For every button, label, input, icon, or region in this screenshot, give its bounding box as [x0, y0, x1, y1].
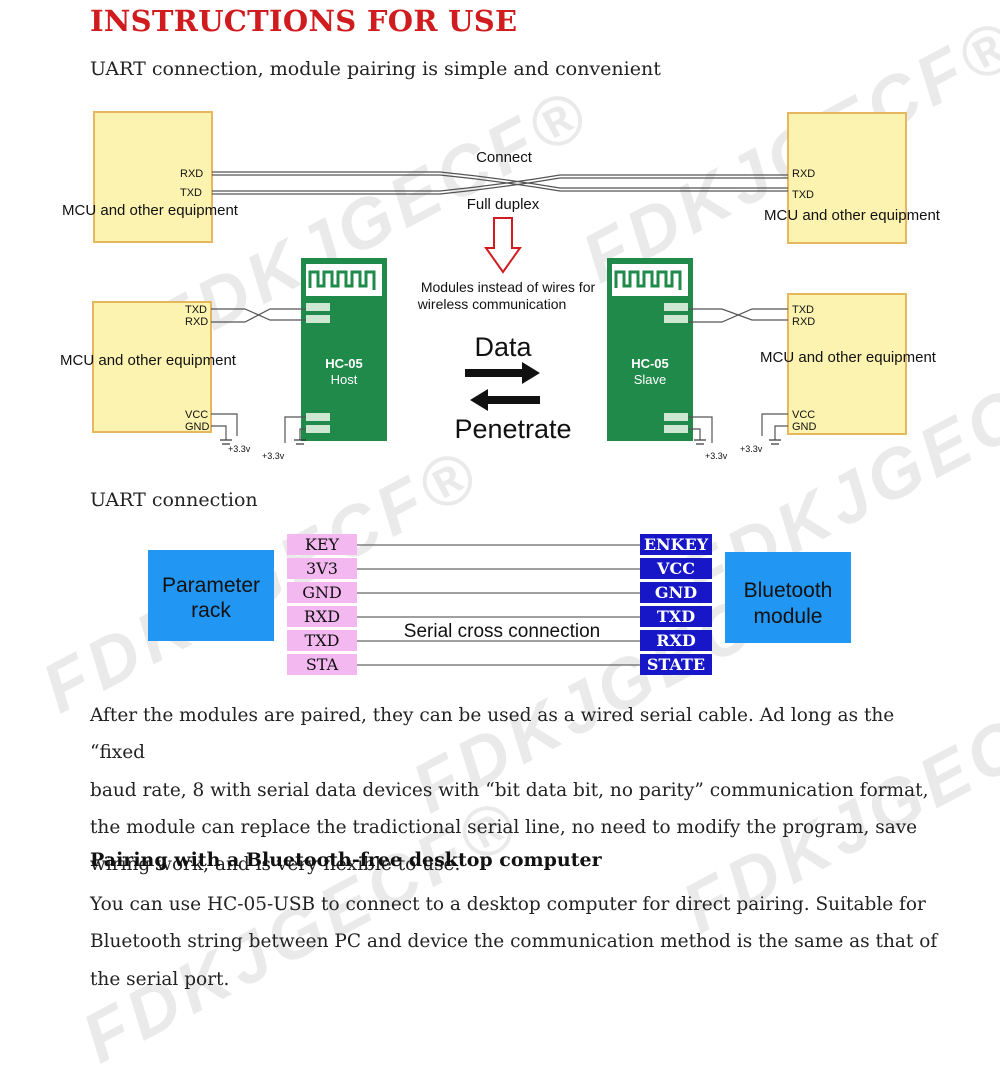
right-pin-cell: [640, 582, 712, 603]
left-pin-label: TXD: [305, 631, 340, 650]
data-label: Data: [474, 332, 532, 362]
right-pin-label: GND: [655, 583, 697, 602]
right-pin-cell: [640, 630, 712, 651]
section-label: UART connection: [90, 489, 258, 511]
right-pin-cell: [640, 534, 712, 555]
left-pin-label: STA: [306, 655, 339, 674]
left-pin-cell: [287, 558, 357, 579]
pin-label: TXD: [792, 189, 814, 201]
mcu-box-bottom-left: MCU and other equipment: [60, 301, 237, 433]
pin-label: VCC: [792, 409, 815, 421]
pin-label: RXD: [792, 316, 815, 328]
mcu-box-top-right: MCU and other equipment: [764, 112, 941, 244]
slave-role: Slave: [634, 372, 667, 387]
left-arrow-icon: [470, 389, 540, 411]
hc05-host-board: HC-05 Host: [301, 258, 387, 441]
full-duplex-label: Full duplex: [467, 196, 540, 213]
parameter-rack-box: Parameter rack: [148, 550, 274, 641]
host-role: Host: [331, 372, 358, 387]
down-arrow-icon: [484, 217, 522, 274]
supply-label: +3.3v: [740, 444, 763, 454]
cross-wires-top: [212, 171, 788, 195]
pin-label: RXD: [185, 316, 208, 328]
left-pin-cell: [287, 654, 357, 675]
right-pin-cell: [640, 606, 712, 627]
bluetooth-module-box: Bluetooth module: [725, 552, 851, 643]
right-pin-label: VCC: [656, 559, 695, 578]
box-label: MCU and other equipment: [760, 349, 937, 366]
right-pin-label: RXD: [656, 631, 696, 650]
left-pin-cell: [287, 606, 357, 627]
left-pin-cell: [287, 582, 357, 603]
pin-label: TXD: [185, 304, 207, 316]
wireless-diagram: MCU and other equipment MCU and other eq…: [60, 111, 941, 461]
left-pin-label: 3V3: [306, 559, 338, 578]
box-label: Parameter: [162, 574, 260, 597]
text-line: the module can replace the tradictional …: [90, 816, 918, 838]
penetrate-label: Penetrate: [454, 414, 571, 444]
right-arrow-icon: [465, 362, 540, 384]
text-line: wiring work, and is very flexible to use…: [90, 854, 461, 876]
mcu-box-bottom-right: MCU and other equipment: [760, 293, 937, 435]
cross-wires-bottom: [211, 308, 788, 443]
box-label: Bluetooth: [744, 579, 833, 602]
pin-label: RXD: [792, 168, 815, 180]
right-pin-cell: [640, 654, 712, 675]
host-name: HC-05: [325, 356, 363, 371]
ground-icon: [220, 439, 781, 445]
uart-pin-diagram: Parameter rack Bluetooth module KEY ENKEY…: [148, 534, 851, 675]
right-pin-cell: [640, 558, 712, 579]
text-line: Bluetooth string between PC and device t…: [90, 931, 938, 953]
left-pin-label: KEY: [305, 535, 340, 554]
connect-label: Connect: [476, 149, 533, 166]
text-line: baud rate, 8 with serial data devices wi…: [90, 779, 929, 801]
pin-label: GND: [185, 421, 210, 433]
paragraph-2: You can use HC-05-USB to connect to a de…: [90, 886, 950, 998]
text-line: After the modules are paired, they can b…: [90, 705, 895, 764]
left-pin-label: GND: [302, 583, 342, 602]
box-label: MCU and other equipment: [62, 202, 239, 219]
supply-label: +3.3v: [228, 444, 251, 454]
left-pin-label: RXD: [304, 607, 340, 626]
text-line: the serial port.: [90, 968, 230, 990]
subtitle: UART connection, module pairing is simpl…: [90, 58, 661, 80]
right-pin-label: TXD: [657, 607, 695, 626]
supply-label: +3.3v: [705, 451, 728, 461]
left-pin-cell: [287, 534, 357, 555]
hc05-slave-board: HC-05 Slave: [607, 258, 693, 441]
mcu-box-top-left: MCU and other equipment: [62, 111, 239, 243]
box-label: module: [754, 605, 823, 628]
box-label: MCU and other equipment: [764, 207, 941, 224]
slave-name: HC-05: [631, 356, 669, 371]
pin-label: TXD: [792, 304, 814, 316]
pin-label: VCC: [185, 409, 208, 421]
right-pin-label: ENKEY: [644, 535, 709, 554]
modules-note: wireless communication: [417, 296, 567, 312]
pin-label: TXD: [180, 187, 202, 199]
box-label: rack: [191, 599, 231, 622]
text-line: You can use HC-05-USB to connect to a de…: [90, 894, 926, 915]
page-title: INSTRUCTIONS FOR USE: [90, 4, 518, 38]
cross-connection-label: Serial cross connection: [404, 621, 600, 642]
box-label: MCU and other equipment: [60, 352, 237, 369]
section-heading: Pairing with a Bluetooth-free desktop co…: [90, 849, 602, 871]
right-pin-label: STATE: [647, 655, 705, 674]
modules-note: Modules instead of wires for: [421, 279, 596, 295]
left-pin-cell: [287, 630, 357, 651]
supply-label: +3.3v: [262, 451, 285, 461]
pin-rows: KEY ENKEY 3V3 VCC GND GND RXD TXD TXD RXD STA STATE: [287, 534, 712, 675]
pin-label: RXD: [180, 168, 203, 180]
paragraph-1: After the modules are paired, they can b…: [90, 697, 950, 883]
pin-label: GND: [792, 421, 817, 433]
